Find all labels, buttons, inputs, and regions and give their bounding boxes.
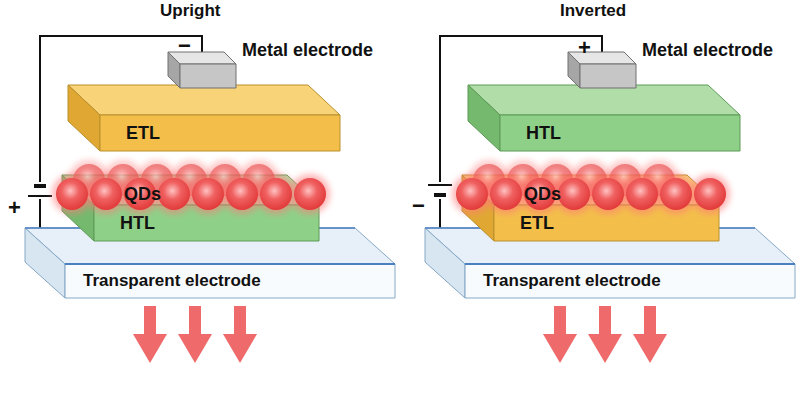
polarity-sign: −: [412, 194, 425, 218]
quantum-dot: [456, 178, 488, 210]
polarity-sign: −: [178, 34, 191, 58]
front-face: [580, 64, 636, 88]
quantum-dot: [192, 178, 224, 210]
panel-title: Inverted: [560, 2, 626, 21]
quantum-dot-glow: [52, 174, 92, 214]
transport-layer: HTL: [468, 85, 740, 151]
top-face: [25, 228, 395, 264]
quantum-dot: [490, 178, 522, 210]
quantum-dot: [158, 178, 190, 210]
quantum-dot: [592, 178, 624, 210]
layer-label: Transparent electrode: [483, 271, 661, 291]
electrode-label: Metal electrode: [642, 40, 773, 61]
quantum-dot-glow: [86, 174, 126, 214]
layer-label: Transparent electrode: [83, 271, 261, 291]
light-arrow: [633, 306, 667, 363]
quantum-dot-layer: QDs: [440, 160, 730, 220]
transport-layer-shape: [468, 85, 740, 151]
battery-symbol: [28, 182, 52, 199]
quantum-dot-layer: QDs: [40, 160, 330, 220]
transport-layer-shape: [68, 85, 340, 151]
quantum-dot: [226, 178, 258, 210]
top-face: [425, 228, 795, 264]
front-face: [100, 115, 340, 151]
front-face: [500, 115, 740, 151]
light-arrow: [133, 306, 167, 363]
side-face: [68, 85, 100, 151]
quantum-dot-layer-shape: [40, 160, 330, 220]
layer-label: HTL: [120, 213, 155, 234]
polarity-sign: +: [578, 36, 591, 60]
quantum-dot-glow: [222, 174, 262, 214]
front-face: [94, 205, 319, 241]
quantum-dot-glow: [622, 174, 662, 214]
emission-arrows: [133, 306, 667, 363]
polarity-sign: +: [8, 196, 21, 220]
layer-label: QDs: [524, 184, 561, 205]
quantum-dot-glow: [452, 174, 492, 214]
quantum-dot-glow: [188, 174, 228, 214]
top-face: [62, 175, 319, 205]
side-face: [468, 85, 500, 151]
light-arrow: [543, 306, 577, 363]
light-arrow: [588, 306, 622, 363]
layer-label: HTL: [526, 123, 561, 144]
layer-label: ETL: [520, 213, 554, 234]
front-face: [465, 264, 795, 298]
quantum-dot: [626, 178, 658, 210]
quantum-dot: [56, 178, 88, 210]
quantum-dot-glow: [656, 174, 696, 214]
quantum-dot-glow: [690, 174, 730, 214]
transport-layer: ETL: [68, 85, 340, 151]
panel-title: Upright: [160, 2, 220, 21]
side-face: [425, 228, 465, 298]
conductive-coating: [465, 263, 795, 265]
quantum-dot-layer-shape: [440, 160, 730, 220]
quantum-dot: [260, 178, 292, 210]
front-face: [494, 205, 719, 241]
quantum-dot: [660, 178, 692, 210]
front-face: [65, 264, 395, 298]
quantum-dot-glow: [588, 174, 628, 214]
quantum-dot: [558, 178, 590, 210]
layer-label: QDs: [124, 184, 161, 205]
quantum-dot: [90, 178, 122, 210]
front-face: [180, 64, 236, 88]
battery-symbol: [428, 182, 452, 199]
quantum-dot: [294, 178, 326, 210]
quantum-dot-glow: [290, 174, 330, 214]
conductive-coating: [25, 227, 355, 229]
layer-label: ETL: [126, 123, 160, 144]
side-face: [25, 228, 65, 298]
quantum-dot-glow: [256, 174, 296, 214]
light-arrow: [223, 306, 257, 363]
quantum-dot: [694, 178, 726, 210]
light-arrow: [178, 306, 212, 363]
top-face: [468, 85, 740, 115]
top-face: [462, 175, 719, 205]
electrode-label: Metal electrode: [242, 40, 373, 61]
top-face: [68, 85, 340, 115]
conductive-coating: [65, 263, 395, 265]
conductive-coating: [425, 227, 755, 229]
quantum-dot-glow: [486, 174, 526, 214]
